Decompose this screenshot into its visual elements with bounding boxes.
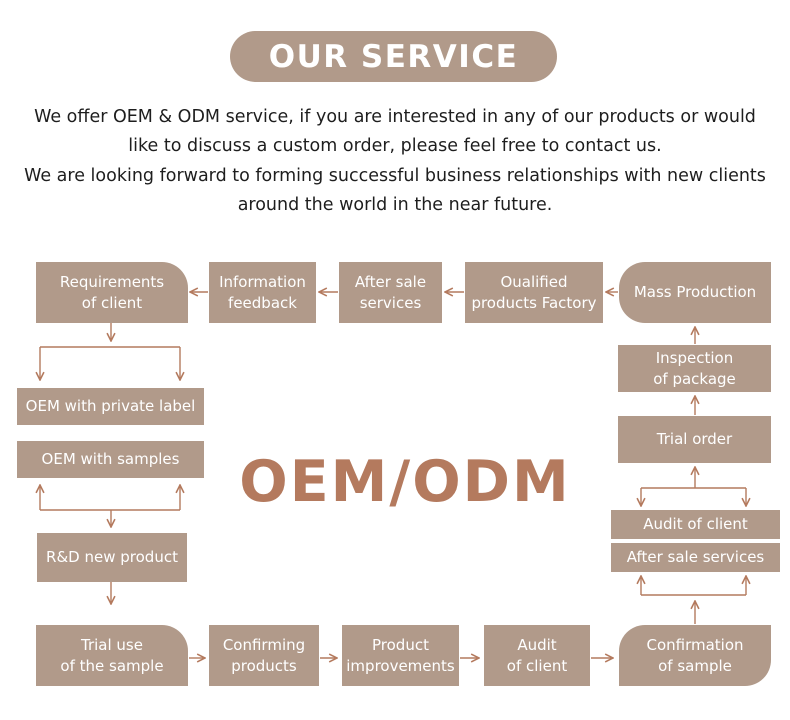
step-after-sale-services-top: After sale services — [339, 262, 442, 323]
intro-line-1: We offer OEM & ODM service, if you are i… — [34, 107, 756, 127]
intro-line-2: like to discuss a custom order, please f… — [128, 136, 662, 156]
intro-line-4: around the world in the near future. — [237, 195, 553, 215]
step-audit-of-client-right: Audit of client — [611, 510, 780, 539]
step-confirmation-of-sample: Confirmation of sample — [619, 625, 771, 686]
step-inspection-of-package: Inspection of package — [618, 345, 771, 392]
step-trial-order: Trial order — [618, 416, 771, 463]
step-audit-of-client-bottom: Audit of client — [484, 625, 590, 686]
intro-line-3: We are looking forward to forming succes… — [24, 166, 766, 186]
step-oem-private-label: OEM with private label — [17, 388, 204, 425]
step-oem-with-samples: OEM with samples — [17, 441, 204, 478]
step-mass-production: Mass Production — [619, 262, 771, 323]
step-confirming-products: Confirming products — [209, 625, 319, 686]
step-rd-new-product: R&D new product — [37, 533, 187, 582]
section-title: OUR SERVICE — [268, 38, 519, 75]
step-information-feedback: Information feedback — [209, 262, 316, 323]
step-trial-use-of-sample: Trial use of the sample — [36, 625, 188, 686]
section-title-banner: OUR SERVICE — [230, 31, 557, 82]
step-qualified-products-factory: Oualified products Factory — [465, 262, 603, 323]
step-product-improvements: Product improvements — [342, 625, 459, 686]
step-after-sale-services-right: After sale services — [611, 543, 780, 572]
center-label-oem-odm: OEM/ODM — [239, 449, 571, 515]
step-requirements-of-client: Requirements of client — [36, 262, 188, 323]
